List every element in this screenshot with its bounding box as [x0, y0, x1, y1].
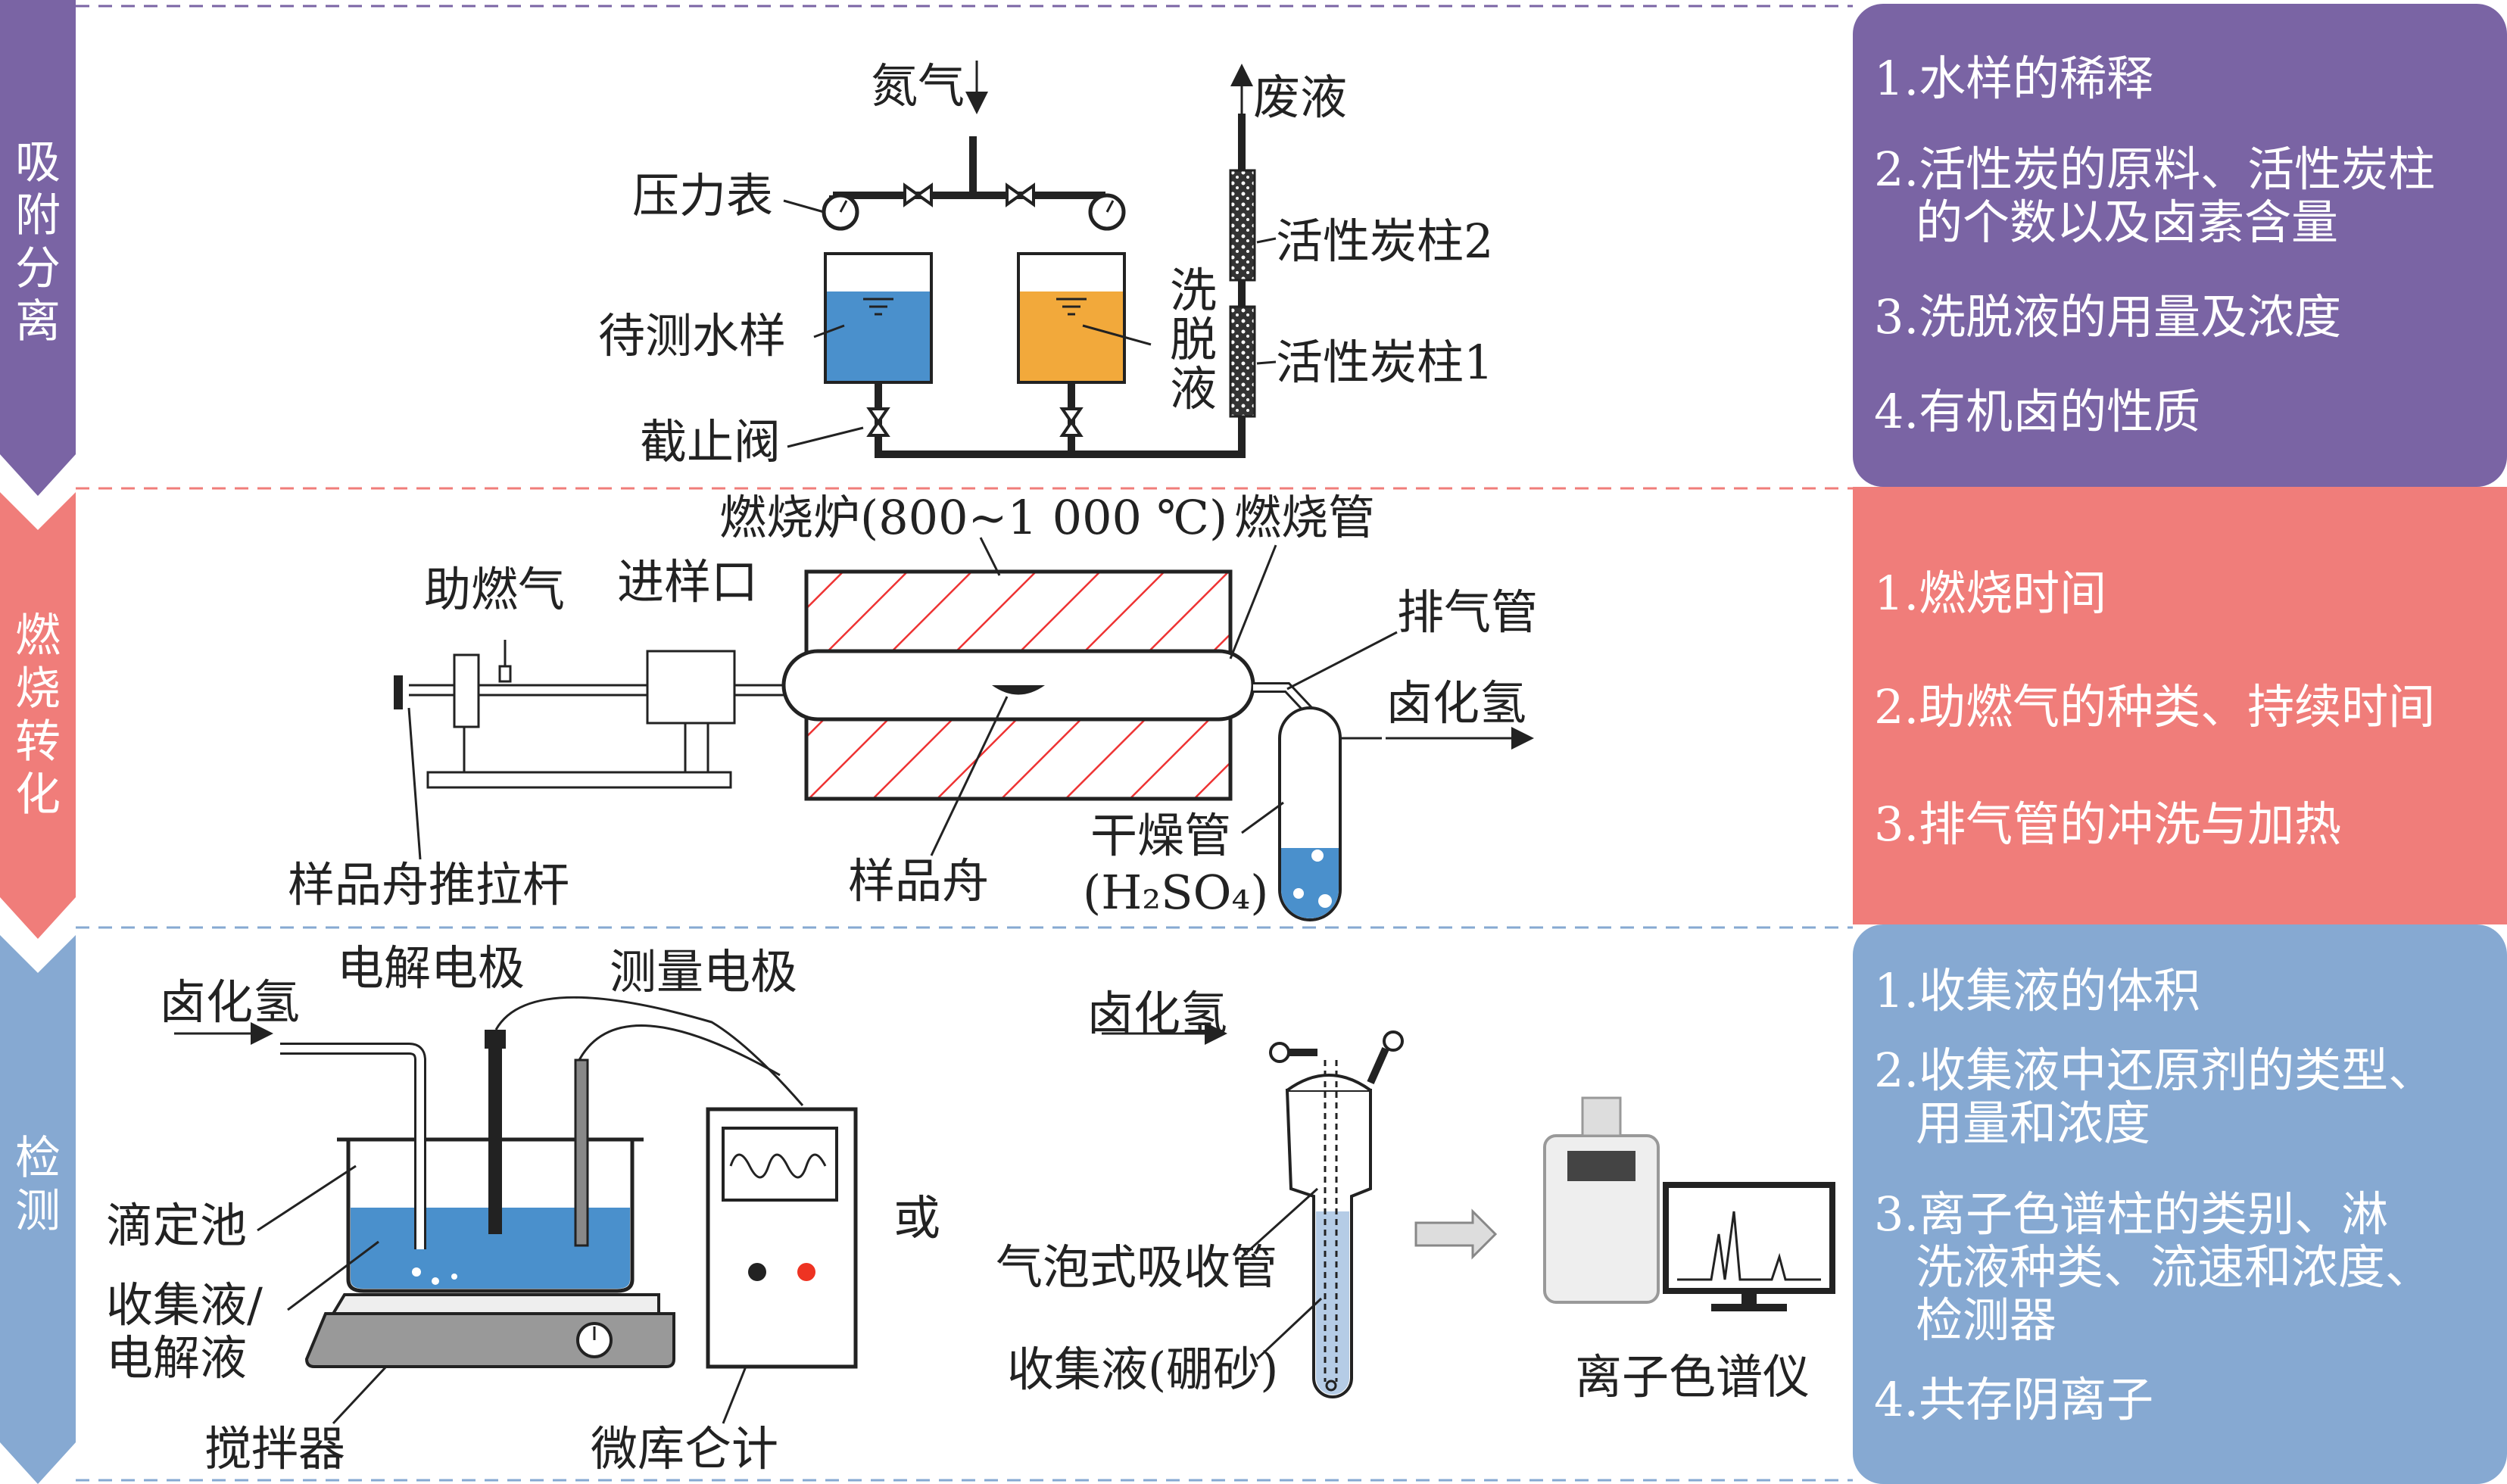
or-label: 或	[893, 1190, 940, 1246]
absorption-liquid	[1316, 1211, 1349, 1395]
svg-text:3.排气管的冲洗与加热: 3.排气管的冲洗与加热	[1874, 797, 2341, 852]
svg-text:离: 离	[15, 295, 61, 348]
inlet-port	[646, 650, 736, 725]
aux-gas-label: 助燃气	[424, 562, 565, 617]
ion-chromatograph: 离子色谱仪	[1543, 1096, 1835, 1404]
detection-factor-panel	[1853, 924, 2507, 1484]
svg-text:洗液种类、流速和浓度、: 洗液种类、流速和浓度、	[1916, 1239, 2432, 1295]
svg-text:1.收集液的体积: 1.收集液的体积	[1874, 963, 2200, 1018]
stirrer-label: 搅拌器	[204, 1421, 345, 1476]
coulometric-apparatus: 卤化氢 电解电极 测量电极 滴定池 收集液/ 电解液 搅拌器 微	[106, 940, 858, 1476]
valve-icon	[903, 182, 933, 207]
svg-text:烧: 烧	[15, 662, 61, 716]
svg-text:1.燃烧时间: 1.燃烧时间	[1874, 566, 2106, 621]
ic-label: 离子色谱仪	[1575, 1349, 1810, 1404]
combustion-factor-panel	[1853, 487, 2507, 924]
valve-label: 截止阀	[640, 414, 781, 469]
combustion-tab	[0, 492, 76, 939]
svg-text:分: 分	[15, 242, 61, 295]
furnace-label: 燃烧炉(800~1 000 ℃)	[719, 490, 1227, 545]
detection-tab	[0, 935, 76, 1484]
svg-text:测: 测	[15, 1185, 61, 1238]
adsorption-factor-panel	[1853, 4, 2507, 487]
eluent-label-2: 脱	[1170, 312, 1217, 367]
svg-text:附: 附	[15, 189, 61, 242]
stop-valve-icon	[866, 407, 890, 437]
svg-text:检测器: 检测器	[1916, 1292, 2056, 1348]
stop-valve-icon	[1059, 407, 1084, 437]
carbon-column-1	[1229, 305, 1256, 418]
hx2-label: 卤化氢	[1087, 986, 1227, 1041]
svg-text:4.有机卤的性质: 4.有机卤的性质	[1874, 384, 2200, 439]
column2-label: 活性炭柱2	[1276, 214, 1493, 269]
exhaust-label: 排气管	[1397, 585, 1538, 640]
dryer-label: 干燥管	[1090, 808, 1231, 863]
svg-text:转: 转	[15, 716, 61, 768]
svg-text:3.洗脱液的用量及浓度: 3.洗脱液的用量及浓度	[1874, 289, 2341, 344]
svg-text:2.助燃气的种类、持续时间: 2.助燃气的种类、持续时间	[1874, 679, 2435, 734]
water-sample	[827, 292, 930, 381]
svg-text:燃: 燃	[15, 610, 61, 662]
coulometer-label: 微库仑计	[591, 1421, 778, 1476]
liquid-label-2: 电解液	[106, 1330, 247, 1386]
gauge-label: 压力表	[632, 168, 773, 223]
monitor	[1663, 1182, 1835, 1294]
measurement-electrode	[574, 1058, 589, 1247]
sample-boat	[992, 685, 1045, 695]
bubbler-label: 气泡式吸收管	[996, 1239, 1277, 1295]
svg-text:2.收集液中还原剂的类型、: 2.收集液中还原剂的类型、	[1874, 1043, 2435, 1098]
svg-text:的个数以及卤素含量: 的个数以及卤素含量	[1916, 195, 2338, 250]
electrolysis-electrode	[488, 1037, 502, 1234]
tube-label: 燃烧管	[1234, 490, 1375, 545]
bubbler-apparatus: 卤化氢 气泡式吸收管 收集液(硼砂)	[996, 986, 1498, 1398]
adsorption-tab-label: 吸 附 分 离	[15, 136, 61, 348]
carbon-column-2	[1229, 169, 1256, 282]
column1-label: 活性炭柱1	[1276, 335, 1493, 390]
svg-text:2.活性炭的原料、活性炭柱: 2.活性炭的原料、活性炭柱	[1874, 142, 2435, 197]
adsorption-factor-list: 1.水样的稀释 2.活性炭的原料、活性炭柱 的个数以及卤素含量 3.洗脱液的用量…	[1874, 51, 2435, 439]
svg-text:用量和浓度: 用量和浓度	[1916, 1096, 2150, 1151]
svg-text:3.离子色谱柱的类别、淋: 3.离子色谱柱的类别、淋	[1874, 1186, 2388, 1242]
svg-text:化: 化	[15, 768, 61, 822]
sample-label: 待测水样	[598, 308, 786, 363]
collect-label: 收集液(硼砂)	[1007, 1342, 1278, 1397]
cell-label: 滴定池	[106, 1198, 247, 1253]
detection-tab-label: 检 测	[15, 1132, 61, 1238]
nitrogen-label: 氮气	[871, 58, 965, 114]
svg-text:1.水样的稀释: 1.水样的稀释	[1874, 51, 2153, 106]
valve-icon	[1006, 182, 1035, 207]
hx-label: 卤化氢	[1386, 675, 1526, 731]
eluent-liquid	[1020, 292, 1123, 381]
liquid-label-1: 收集液/	[106, 1277, 263, 1333]
combustion-apparatus: 燃烧炉(800~1 000 ℃) 燃烧管 助燃气 进样口 样品舟推拉杆 样品舟 …	[288, 490, 1538, 921]
svg-text:检: 检	[15, 1132, 61, 1185]
adsorption-tab	[0, 0, 76, 496]
detection-factor-list: 1.收集液的体积 2.收集液中还原剂的类型、 用量和浓度 3.离子色谱柱的类别、…	[1874, 963, 2435, 1427]
boat-label: 样品舟	[848, 853, 989, 909]
adsorption-apparatus: 氮气 压力表 待测水样 洗 脱 液 截止阀	[598, 58, 1493, 469]
rod-label: 样品舟推拉杆	[288, 857, 569, 912]
hx1-label: 卤化氢	[159, 974, 300, 1030]
eluent-label-3: 液	[1170, 361, 1217, 416]
eluent-label-1: 洗	[1170, 263, 1217, 318]
svg-text:4.共存阴离子: 4.共存阴离子	[1874, 1372, 2153, 1427]
stirrer	[304, 1312, 675, 1368]
svg-text:吸: 吸	[15, 136, 61, 189]
dryer-sub-label: (H₂SO₄)	[1083, 865, 1268, 920]
inlet-label: 进样口	[617, 554, 758, 610]
combustion-factor-list: 1.燃烧时间 2.助燃气的种类、持续时间 3.排气管的冲洗与加热	[1874, 566, 2435, 852]
combustion-tab-label: 燃 烧 转 化	[15, 610, 61, 822]
measure-label: 测量电极	[610, 944, 797, 999]
flow-arrow-icon	[1414, 1208, 1498, 1260]
waste-label: 废液	[1253, 70, 1347, 125]
electrolysis-label: 电解电极	[337, 940, 525, 996]
